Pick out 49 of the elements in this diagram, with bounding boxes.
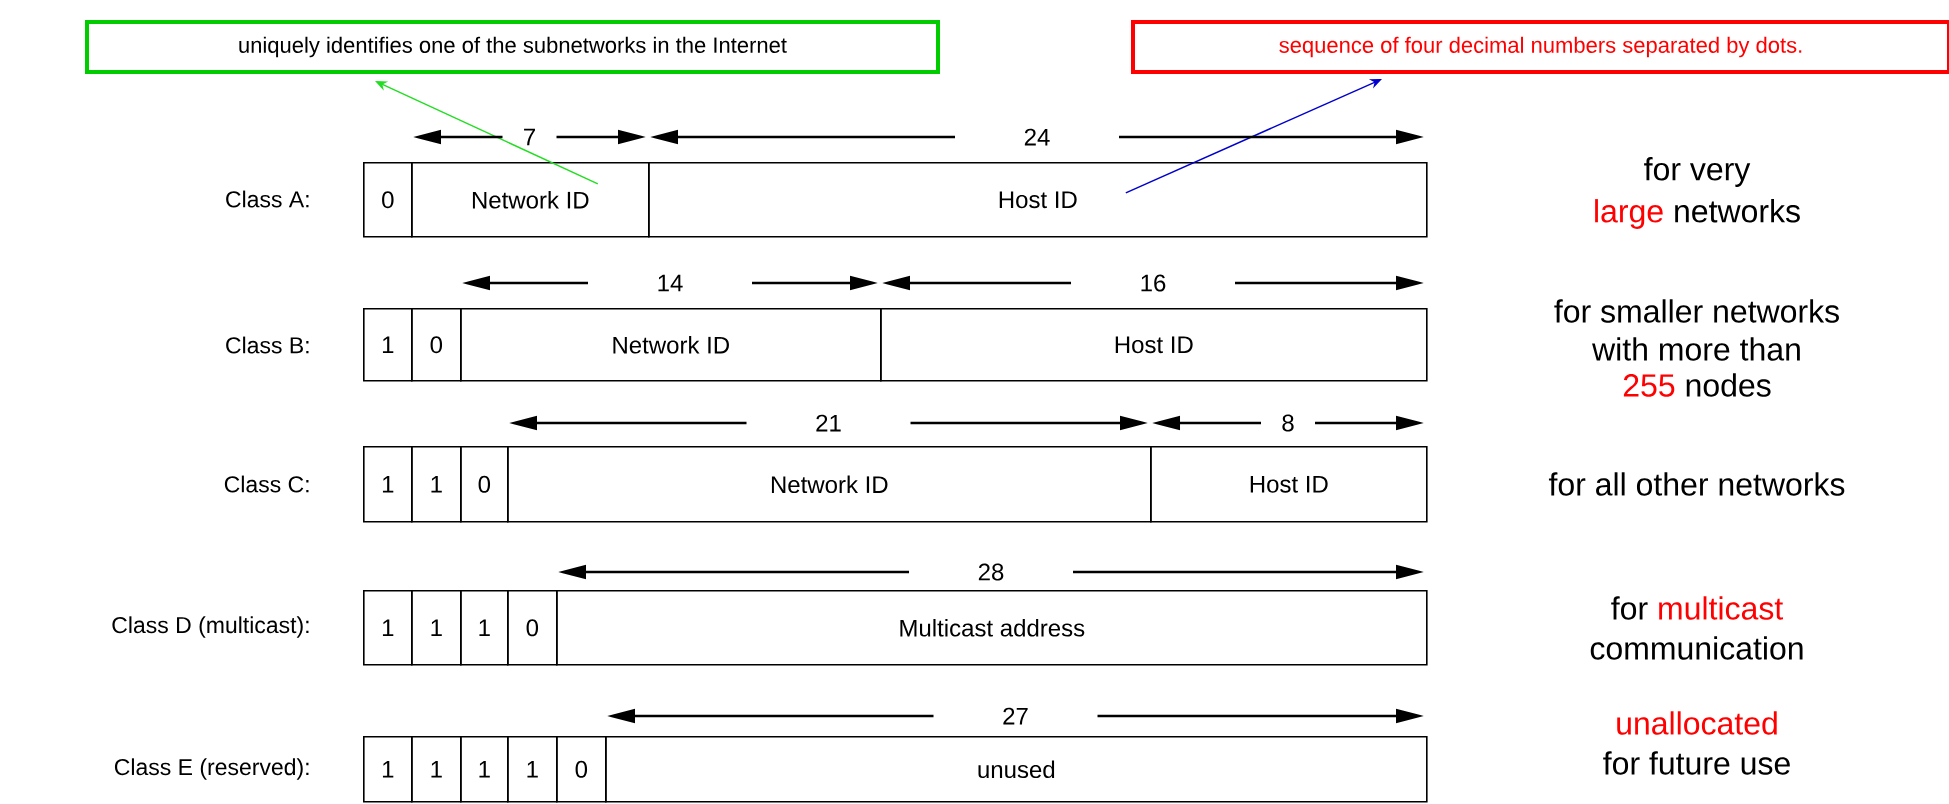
bit-field-cell: Host ID (880, 308, 1428, 382)
description-text: unallocated (1617, 711, 1777, 735)
bit-field-cell: Network ID (411, 162, 650, 238)
bit-field-cell: unused (605, 736, 1428, 803)
bit-count: 27 (1003, 707, 1028, 725)
bit-count: 21 (816, 414, 841, 432)
description-text: for smaller networks (1554, 299, 1839, 323)
bit-field-cell: 1 (363, 590, 413, 666)
description-text: for multicast (1611, 596, 1783, 620)
class-label: Class C: (224, 475, 309, 493)
bit-field-cell: 1 (363, 446, 413, 523)
leader-line (375, 81, 599, 185)
bit-count: 28 (978, 563, 1004, 581)
bit-field-cell: Network ID (460, 308, 882, 382)
bit-field-cell: 1 (411, 446, 462, 523)
callout-box: uniquely identifies one of the subnetworks in the Internet (85, 20, 940, 74)
bit-field-cell: 0 (507, 590, 558, 666)
description-text: with more than (1592, 337, 1800, 361)
bit-count: 16 (1141, 274, 1166, 292)
bit-field-cell: Network ID (507, 446, 1152, 523)
description-text: for all other networks (1548, 472, 1845, 496)
bit-field-cell: Host ID (1150, 446, 1428, 523)
class-label: Class D (multicast): (112, 616, 309, 638)
bit-count: 14 (658, 274, 683, 292)
bit-field-cell: 1 (363, 308, 413, 382)
bit-field-cell: 1 (411, 736, 462, 803)
bit-count: 7 (524, 128, 535, 146)
class-label: Class A: (226, 190, 309, 208)
bit-field-cell: 1 (507, 736, 558, 803)
class-label: Class B: (226, 336, 309, 354)
bit-field-cell: 1 (460, 590, 509, 666)
description-text: 255 nodes (1623, 373, 1771, 397)
callout-box: sequence of four decimal numbers separated by dots. (1131, 20, 1949, 74)
bit-field-cell: 0 (556, 736, 607, 803)
bit-field-cell: 0 (411, 308, 462, 382)
description-text: communication (1590, 636, 1803, 660)
bit-field-cell: 1 (460, 736, 509, 803)
leader-line (1125, 79, 1382, 194)
bit-count: 8 (1282, 414, 1294, 432)
description-text: for very (1644, 157, 1751, 187)
bit-field-cell: Host ID (648, 162, 1428, 238)
description-text: large networks (1595, 199, 1800, 229)
bit-field-cell: 0 (363, 162, 413, 238)
bit-field-cell: 1 (363, 736, 413, 803)
description-text: for future use (1603, 751, 1790, 775)
bit-field-cell: 1 (411, 590, 462, 666)
bit-field-cell: 0 (460, 446, 509, 523)
bit-field-cell: Multicast address (556, 590, 1428, 666)
class-label: Class E (reserved): (114, 758, 309, 780)
